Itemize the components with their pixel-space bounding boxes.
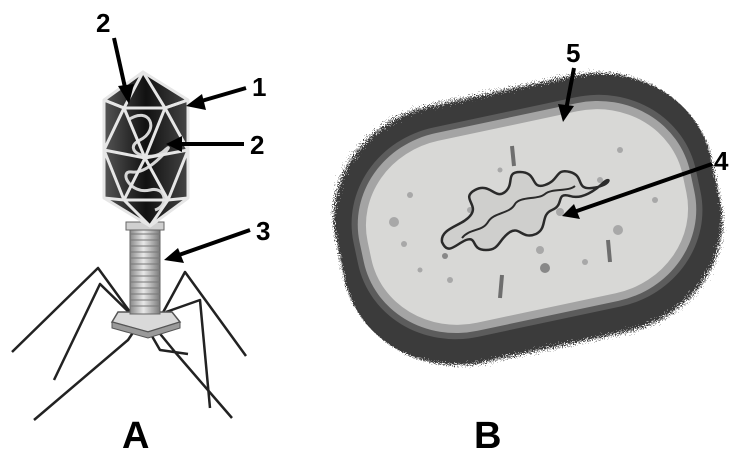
panel-label-b: B [474, 415, 501, 457]
callout-4: 4 [714, 146, 729, 176]
tail-fibers [12, 268, 246, 420]
tail-sheath [126, 222, 164, 314]
bacterium [313, 51, 740, 387]
panel-label-a: A [122, 415, 149, 457]
bacteriophage [12, 72, 246, 420]
callout-5: 5 [566, 38, 580, 68]
base-plate [112, 312, 180, 338]
capsid-head [104, 72, 188, 226]
callout-2-top: 2 [96, 8, 110, 38]
callout-3: 3 [256, 216, 270, 246]
callout-2-right: 2 [250, 130, 264, 160]
callout-1: 1 [252, 72, 266, 102]
